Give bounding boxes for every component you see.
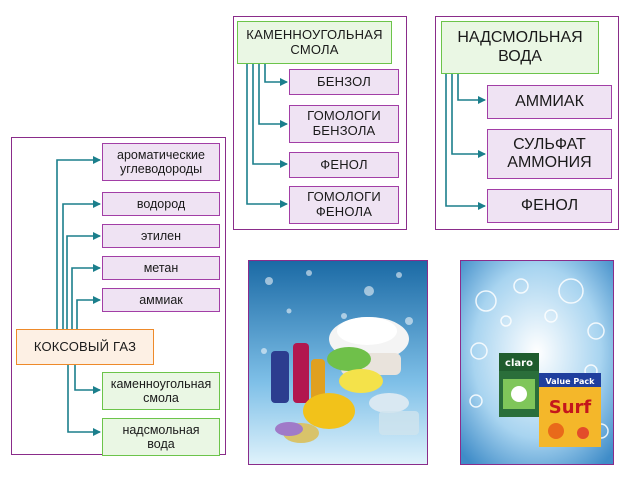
coal-tar-product-benzene: БЕНЗОЛ: [289, 69, 399, 95]
coal-tar-product-benzene-homologs: ГОМОЛОГИ БЕНЗОЛА: [289, 105, 399, 143]
coal-tar-title: КАМЕННОУГОЛЬНАЯ СМОЛА: [237, 21, 392, 64]
detergent-boxes-photo: claro Value Pack Surf: [460, 260, 614, 465]
tar-water-title: НАДСМОЛЬНАЯ ВОДА: [441, 21, 599, 74]
coke-gas-product-ethylene: этилен: [102, 224, 220, 248]
coke-gas-product-methane: метан: [102, 256, 220, 280]
coke-gas-product-hydrogen: водород: [102, 192, 220, 216]
tar-water-product-phenol: ФЕНОЛ: [487, 189, 612, 223]
tar-water-product-ammonia: АММИАК: [487, 85, 612, 119]
tar-water-product-ammonium-sulfate: СУЛЬФАТ АММОНИЯ: [487, 129, 612, 179]
coke-gas-fraction-coal-tar: каменноугольная смола: [102, 372, 220, 410]
claro-label: claro: [505, 358, 533, 369]
coal-tar-product-phenol: ФЕНОЛ: [289, 152, 399, 178]
coal-tar-product-phenol-homologs: ГОМОЛОГИ ФЕНОЛА: [289, 186, 399, 224]
detergent-boxes-illustration: claro Value Pack Surf: [461, 261, 613, 464]
coke-gas-fraction-tar-water: надсмольная вода: [102, 418, 220, 456]
surf-label: Surf: [549, 397, 592, 418]
coke-gas-title: КОКСОВЫЙ ГАЗ: [16, 329, 154, 365]
coke-gas-product-aromatic-hydrocarbons: ароматические углеводороды: [102, 143, 220, 181]
household-chemicals-illustration: [249, 261, 427, 464]
coke-gas-product-ammonia: аммиак: [102, 288, 220, 312]
household-chemicals-photo: [248, 260, 428, 465]
value-pack-label: Value Pack: [546, 377, 596, 386]
